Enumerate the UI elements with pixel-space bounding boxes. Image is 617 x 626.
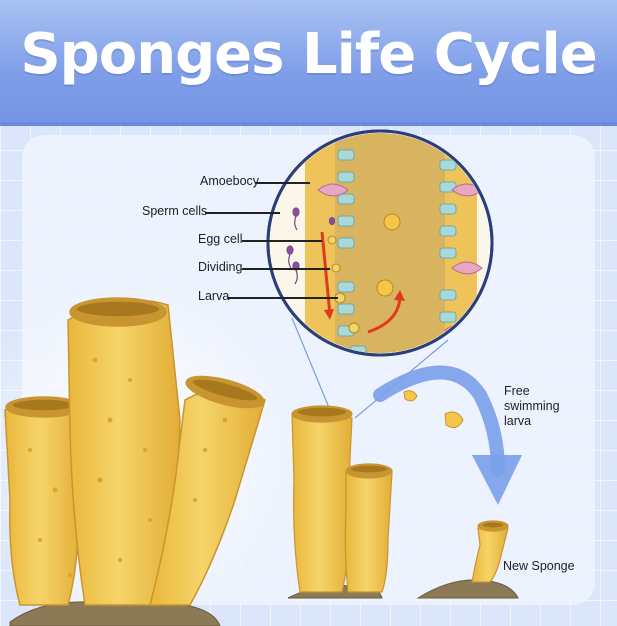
label-free-line2: swimming [504, 399, 560, 414]
label-free-line1: Free [504, 384, 560, 399]
larva-small [404, 391, 417, 401]
label-sperm-cells: Sperm cells [142, 204, 207, 218]
cross-section-zoom [268, 130, 492, 360]
label-dividing: Dividing [198, 260, 242, 274]
larva-large [445, 412, 463, 428]
adult-sponge-medium [292, 406, 392, 592]
larva-pointer [228, 297, 338, 299]
free-swimming-arrow [380, 373, 522, 506]
label-new-sponge: New Sponge [503, 559, 575, 573]
label-egg-cell: Egg cell [198, 232, 242, 246]
sperm-cells-pointer [205, 212, 280, 214]
label-larva: Larva [198, 289, 229, 303]
amoebocy-pointer [255, 182, 310, 184]
dividing-pointer [242, 268, 330, 270]
label-free-line3: larva [504, 414, 560, 429]
label-amoebocy: Amoebocy [200, 174, 259, 188]
label-free-swimming-larva: Free swimming larva [504, 384, 560, 429]
egg-cell-pointer [242, 240, 322, 242]
rock-base-new [418, 580, 518, 598]
